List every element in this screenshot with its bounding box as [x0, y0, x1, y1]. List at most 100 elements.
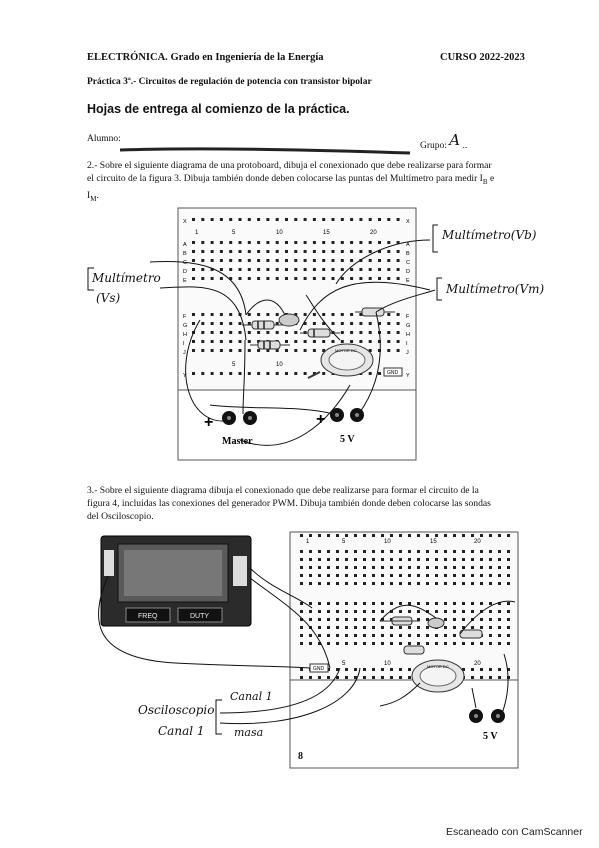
breadboard-hole [507, 574, 510, 577]
breadboard-hole [229, 313, 233, 316]
breadboard-hole [498, 574, 501, 577]
breadboard-hole [381, 668, 384, 671]
b2-transistor [427, 617, 445, 629]
breadboard-hole [247, 268, 251, 271]
breadboard-hole [303, 372, 307, 375]
breadboard-hole [309, 642, 312, 645]
breadboard-hole [210, 340, 214, 343]
breadboard-hole [219, 349, 223, 352]
breadboard-hole [327, 550, 330, 553]
breadboard-hole [345, 610, 348, 613]
breadboard-hole [275, 241, 279, 244]
breadboard-hole [417, 634, 420, 637]
svg-text:20: 20 [474, 539, 481, 545]
breadboard-hole [294, 259, 298, 262]
svg-text:I: I [183, 341, 185, 347]
breadboard-hole [471, 668, 474, 671]
breadboard-hole [378, 372, 381, 375]
breadboard-hole [201, 322, 205, 325]
breadboard-hole [210, 218, 214, 221]
breadboard-hole [390, 634, 393, 637]
breadboard-hole [300, 602, 303, 605]
breadboard-hole [354, 558, 357, 561]
breadboard-hole [444, 602, 447, 605]
breadboard-hole [192, 241, 195, 244]
breadboard-hole [285, 340, 288, 343]
breadboard-hole [471, 626, 474, 629]
svg-text:5: 5 [342, 539, 346, 545]
breadboard-hole [417, 626, 420, 629]
breadboard-hole [229, 322, 233, 325]
breadboard-hole [327, 566, 330, 569]
breadboard-hole [378, 340, 381, 343]
breadboard-hole [363, 642, 366, 645]
breadboard-hole [331, 241, 335, 244]
breadboard-hole [417, 534, 420, 537]
breadboard-hole [363, 626, 366, 629]
breadboard-hole [444, 634, 447, 637]
breadboard-hole [426, 558, 429, 561]
grupo-label: Grupo: [420, 141, 447, 151]
breadboard-hole [387, 313, 391, 316]
breadboard-hole [336, 676, 339, 679]
breadboard-hole [387, 277, 391, 280]
breadboard-hole [426, 582, 429, 585]
breadboard-hole [372, 582, 375, 585]
breadboard-hole [238, 218, 242, 221]
breadboard-hole [498, 602, 501, 605]
breadboard-hole [229, 250, 233, 253]
breadboard-hole [336, 558, 339, 561]
breadboard-hole [318, 642, 321, 645]
breadboard-hole [363, 566, 366, 569]
breadboard-hole [275, 372, 279, 375]
breadboard-hole [462, 668, 465, 671]
breadboard-hole [318, 558, 321, 561]
breadboard-hole [396, 250, 400, 253]
breadboard-hole [350, 322, 354, 325]
breadboard-hole [372, 534, 375, 537]
breadboard-hole [387, 218, 391, 221]
question-2: 2.- Sobre el siguiente diagrama de una p… [87, 159, 527, 206]
breadboard-hole [354, 626, 357, 629]
breadboard-hole [378, 349, 381, 352]
breadboard-hole [381, 558, 384, 561]
breadboard-hole [368, 349, 372, 352]
svg-text:C: C [183, 260, 187, 266]
breadboard-hole [396, 241, 400, 244]
breadboard-hole [266, 331, 270, 334]
svg-text:A: A [406, 242, 410, 248]
svg-text:E: E [183, 278, 187, 284]
question-3-line-2: figura 4, incluidas las conexiones del g… [87, 498, 491, 509]
pwm-generator: FREQ DUTY [100, 535, 252, 627]
breadboard-hole [238, 322, 242, 325]
hand-multimetro-vb: Multímetro(Vb) [442, 228, 537, 242]
breadboard-hole [309, 574, 312, 577]
breadboard-hole [489, 602, 492, 605]
breadboard-hole [192, 218, 195, 221]
breadboard-hole [192, 313, 195, 316]
breadboard-hole [257, 349, 261, 352]
breadboard-hole [498, 618, 501, 621]
svg-text:X: X [406, 219, 410, 225]
breadboard-hole [340, 241, 344, 244]
breadboard-hole [471, 642, 474, 645]
breadboard-hole [435, 610, 438, 613]
breadboard-hole [498, 582, 501, 585]
breadboard-hole [210, 250, 214, 253]
breadboard-hole [363, 668, 366, 671]
question-3-line-1: 3.- Sobre el siguiente diagrama dibuja e… [87, 485, 479, 496]
breadboard-hole [378, 259, 381, 262]
pwm-duty-label: DUTY [190, 613, 209, 620]
breadboard-hole [257, 259, 261, 262]
svg-text:10: 10 [384, 539, 391, 545]
breadboard-hole [399, 668, 402, 671]
breadboard-hole [489, 558, 492, 561]
breadboard-hole [257, 331, 261, 334]
breadboard-hole [192, 372, 195, 375]
breadboard-hole [368, 340, 372, 343]
breadboard-hole [327, 574, 330, 577]
protoboard-1: 1 5 10 15 20 A B C D E A B C D E F G H I… [87, 207, 442, 461]
breadboard-hole [408, 634, 411, 637]
breadboard-hole [303, 268, 307, 271]
breadboard-hole [327, 602, 330, 605]
